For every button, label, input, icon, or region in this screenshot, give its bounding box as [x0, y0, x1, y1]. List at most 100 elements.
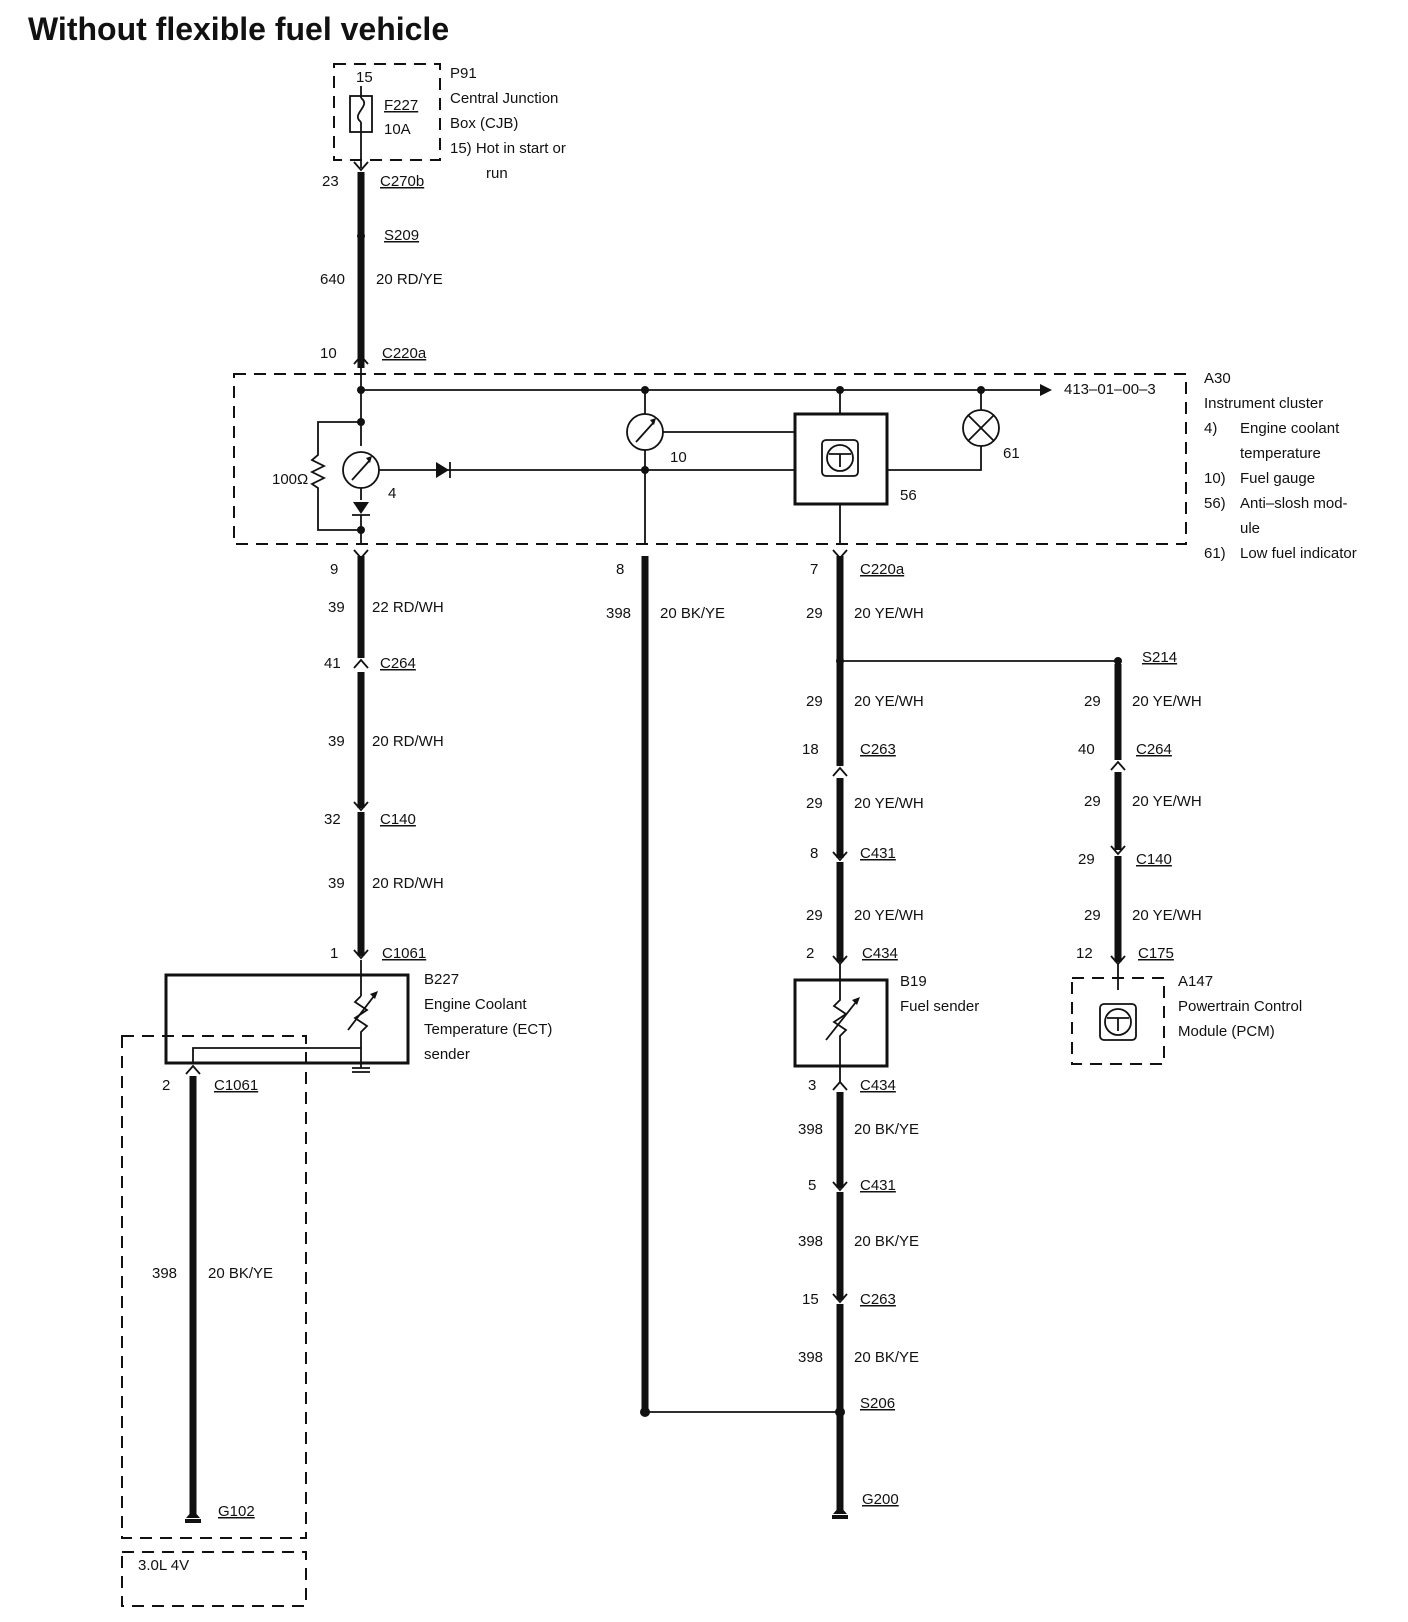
engine-note-box	[121, 1551, 307, 1607]
connector-c220a-bottom: C220a	[860, 561, 905, 578]
fuel-sender-ref: B19	[900, 973, 927, 990]
circuit-29-b: 29	[806, 693, 823, 710]
gauge-398-a: 20 BK/YE	[854, 1121, 919, 1138]
fuse-id: F227	[384, 97, 418, 114]
pin-9: 9	[330, 561, 338, 578]
gauge-29-pcm-b: 20 YE/WH	[1132, 793, 1202, 810]
fuse-rating: 10A	[384, 121, 411, 138]
connector-c1061-top: C1061	[382, 945, 426, 962]
connector-c140-right: C140	[1136, 851, 1172, 868]
cjb-pin: 15	[356, 69, 373, 86]
left-wire-lower	[353, 549, 369, 960]
legend-text-4b: temperature	[1240, 445, 1321, 462]
ect-name-1: Engine Coolant	[424, 996, 527, 1013]
circuit-398-a: 398	[798, 1121, 823, 1138]
circuit-29-d: 29	[806, 907, 823, 924]
circuit-29-c: 29	[806, 795, 823, 812]
circuit-398-mid: 398	[606, 605, 631, 622]
circuit-29-a: 29	[806, 605, 823, 622]
circuit-29-pcm-a: 29	[1084, 693, 1101, 710]
pin-5: 5	[808, 1177, 816, 1194]
connector-c434-bottom: C434	[860, 1077, 896, 1094]
resistor-value: 100Ω	[272, 471, 308, 488]
connector-c264-right: C264	[1136, 741, 1172, 758]
legend-num-10: 10)	[1204, 470, 1226, 487]
splice-s209-label: S209	[384, 227, 419, 244]
fuel-gauge-icon	[626, 413, 664, 451]
ect-name-2: Temperature (ECT)	[424, 1021, 552, 1038]
cjb-name-2: Box (CJB)	[450, 115, 518, 132]
ect-name-3: sender	[424, 1046, 470, 1063]
pcm-module	[1071, 977, 1165, 1065]
gauge-398-ground: 20 BK/YE	[208, 1265, 273, 1282]
engine-note: 3.0L 4V	[138, 1557, 189, 1574]
connector-c431-bottom: C431	[860, 1177, 896, 1194]
circuit-29-pcm-b: 29	[1084, 793, 1101, 810]
pcm-icon	[1099, 1003, 1137, 1041]
ground-wire-g102	[185, 1064, 201, 1523]
gauge-398-b: 20 BK/YE	[854, 1233, 919, 1250]
circuit-398-ground: 398	[152, 1265, 177, 1282]
gauge-29-pcm-a: 20 YE/WH	[1132, 693, 1202, 710]
pcm-name-2: Module (PCM)	[1178, 1023, 1275, 1040]
fuel-sender-rheostat-icon	[832, 980, 848, 1066]
label-item-56: 56	[900, 487, 917, 504]
ground-g200-icon	[833, 1506, 847, 1514]
circuit-39-b: 39	[328, 733, 345, 750]
ground-g102-label: G102	[218, 1503, 255, 1520]
gauge-39-b: 20 RD/WH	[372, 733, 444, 750]
central-junction-box: 15 F227 10A P91 Central Junction Box (CJ…	[333, 63, 566, 182]
connector-c264-left: C264	[380, 655, 416, 672]
diode-horizontal-icon	[436, 462, 451, 478]
cjb-ref: P91	[450, 65, 477, 82]
connector-c431-top: C431	[860, 845, 896, 862]
connector-c263-bottom: C263	[860, 1291, 896, 1308]
gauge-398-mid: 20 BK/YE	[660, 605, 725, 622]
legend-text-56a: Anti–slosh mod-	[1240, 495, 1348, 512]
splice-s214	[1114, 657, 1122, 665]
pin-41: 41	[324, 655, 341, 672]
right-wire	[832, 549, 1118, 1519]
connector-c140-left: C140	[380, 811, 416, 828]
gauge-640: 20 RD/YE	[376, 271, 443, 288]
cluster-name: Instrument cluster	[1204, 395, 1323, 412]
legend-num-61: 61)	[1204, 545, 1226, 562]
fuel-sender-name: Fuel sender	[900, 998, 979, 1015]
circuit-640: 640	[320, 271, 345, 288]
splice-s209	[357, 232, 365, 240]
pin-8-mid: 8	[616, 561, 624, 578]
arrow-reference: 413–01–00–3	[1064, 381, 1156, 398]
pin-3: 3	[808, 1077, 816, 1094]
cjb-note-2: run	[486, 165, 508, 182]
connector-c175: C175	[1138, 945, 1174, 962]
middle-wire-398	[640, 556, 840, 1417]
connector-c434-top: C434	[862, 945, 898, 962]
pin-7: 7	[810, 561, 818, 578]
gauge-29-d: 20 YE/WH	[854, 907, 924, 924]
coolant-gauge-icon	[342, 451, 380, 489]
pcm-wire	[1110, 657, 1126, 990]
fuel-sender	[793, 978, 889, 1068]
circuit-398-b: 398	[798, 1233, 823, 1250]
label-item-4: 4	[388, 485, 396, 502]
connector-c1061-bottom: C1061	[214, 1077, 258, 1094]
legend-text-10: Fuel gauge	[1240, 470, 1315, 487]
gauge-39-a: 22 RD/WH	[372, 599, 444, 616]
legend-num-4: 4)	[1204, 420, 1217, 437]
ect-thermistor-icon	[353, 995, 369, 1068]
diode-icon	[352, 502, 370, 516]
fuse-icon	[349, 86, 373, 140]
pin-15: 15	[802, 1291, 819, 1308]
pin-2-ground: 2	[162, 1077, 170, 1094]
connector-c220a-top: C220a	[382, 345, 427, 362]
gauge-29-b: 20 YE/WH	[854, 693, 924, 710]
page-title: Without flexible fuel vehicle	[28, 11, 449, 47]
circuit-39-c: 39	[328, 875, 345, 892]
connector-c270b: C270b	[380, 173, 424, 190]
cluster-legend: A30 Instrument cluster 4) Engine coolant…	[1204, 370, 1357, 562]
gauge-29-c: 20 YE/WH	[854, 795, 924, 812]
pin-8-right: 8	[810, 845, 818, 862]
pin-2-right: 2	[806, 945, 814, 962]
ect-sender	[164, 960, 410, 1073]
